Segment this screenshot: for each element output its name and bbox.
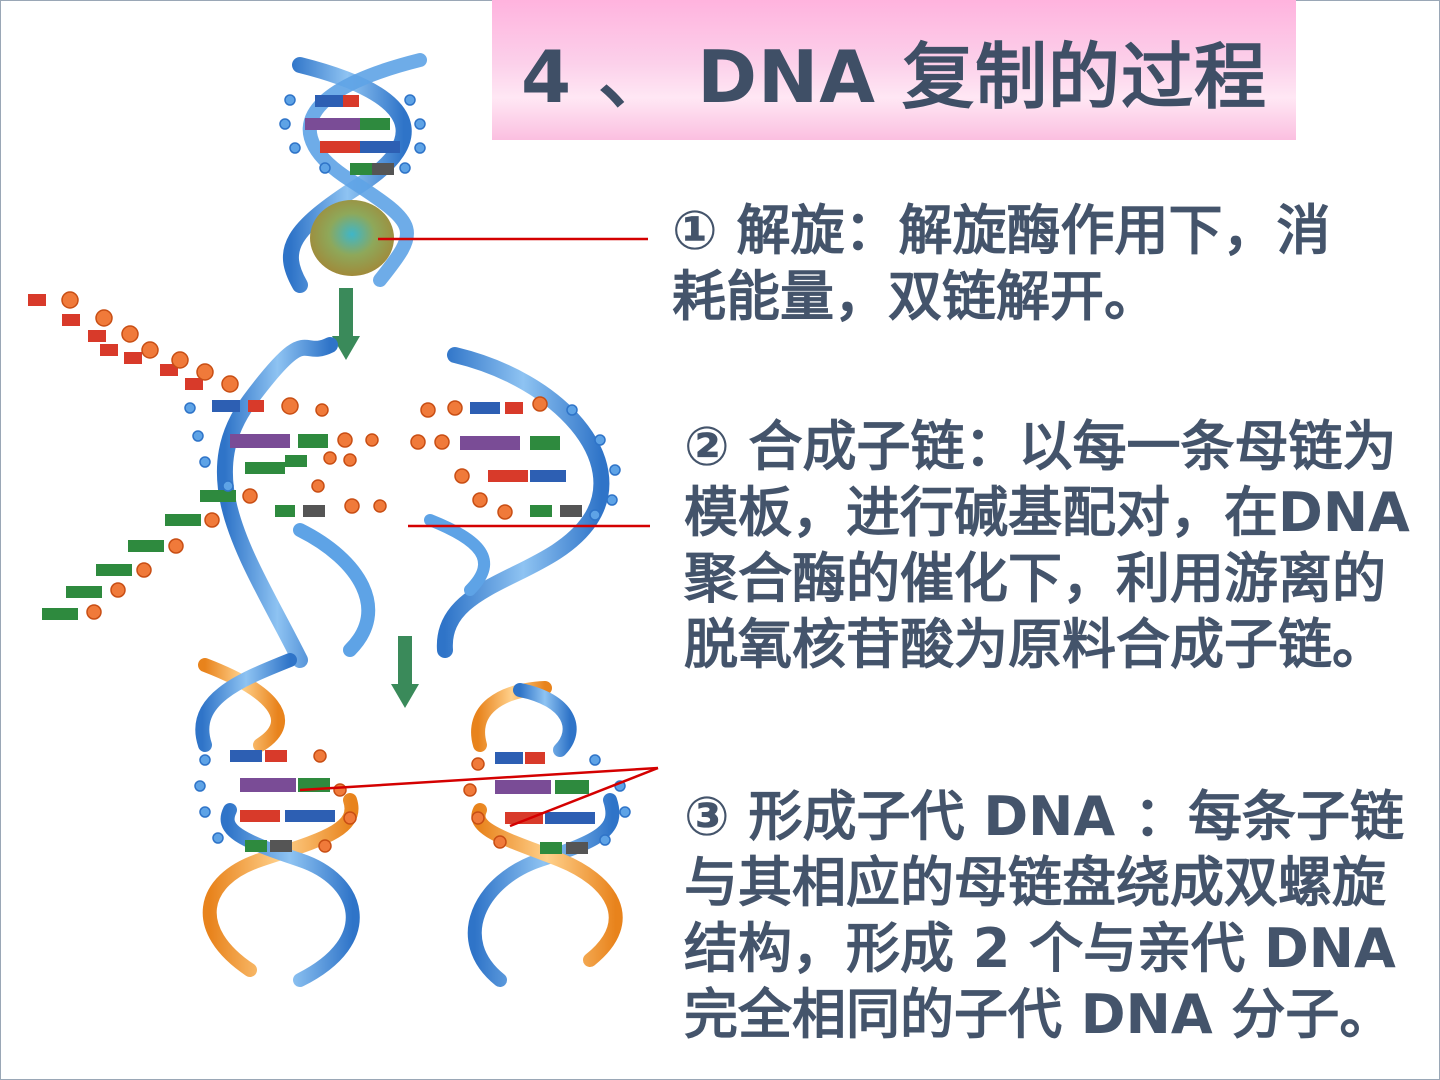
step-3-formation: ③ 形成子代 DNA ：每条子链与其相应的母链盘绕成双螺旋结构，形成 2 个与亲… bbox=[684, 784, 1424, 1048]
free-nucleotides bbox=[28, 291, 621, 620]
parent-base-pairs bbox=[305, 95, 400, 175]
down-arrow-icon bbox=[332, 288, 360, 360]
daughter-dna-left bbox=[194, 653, 360, 987]
parent-dna bbox=[279, 53, 427, 293]
step-1-unwinding: ① 解旋：解旋酶作用下，消耗能量，双链解开。 bbox=[672, 198, 1372, 330]
step-3-marker: ③ bbox=[684, 785, 730, 848]
daughter-base-pairs-right bbox=[460, 402, 582, 517]
title-banner: 4 、 DNA 复制的过程 bbox=[492, 0, 1296, 140]
step-3-text: 形成子代 DNA ：每条子链与其相应的母链盘绕成双螺旋结构，形成 2 个与亲代 … bbox=[684, 785, 1404, 1046]
unwinding-dna bbox=[28, 291, 621, 668]
step-2-synthesis: ② 合成子链：以每一条母链为模板，进行碱基配对，在DNA 聚合酶的催化下，利用游… bbox=[684, 414, 1424, 678]
step-1-text: 解旋：解旋酶作用下，消耗能量，双链解开。 bbox=[672, 199, 1331, 328]
step-2-marker: ② bbox=[684, 415, 730, 478]
down-arrow-icon bbox=[391, 636, 419, 708]
slide-title: 4 、 DNA 复制的过程 bbox=[520, 34, 1268, 119]
pointer-lines-step3 bbox=[299, 766, 659, 828]
step-2-text: 合成子链：以每一条母链为模板，进行碱基配对，在DNA 聚合酶的催化下，利用游离的… bbox=[684, 415, 1410, 676]
helicase-enzyme bbox=[310, 200, 394, 276]
daughter-dna-right bbox=[463, 681, 631, 987]
daughter-base-pairs-left bbox=[212, 400, 328, 517]
step-1-marker: ① bbox=[672, 199, 718, 262]
